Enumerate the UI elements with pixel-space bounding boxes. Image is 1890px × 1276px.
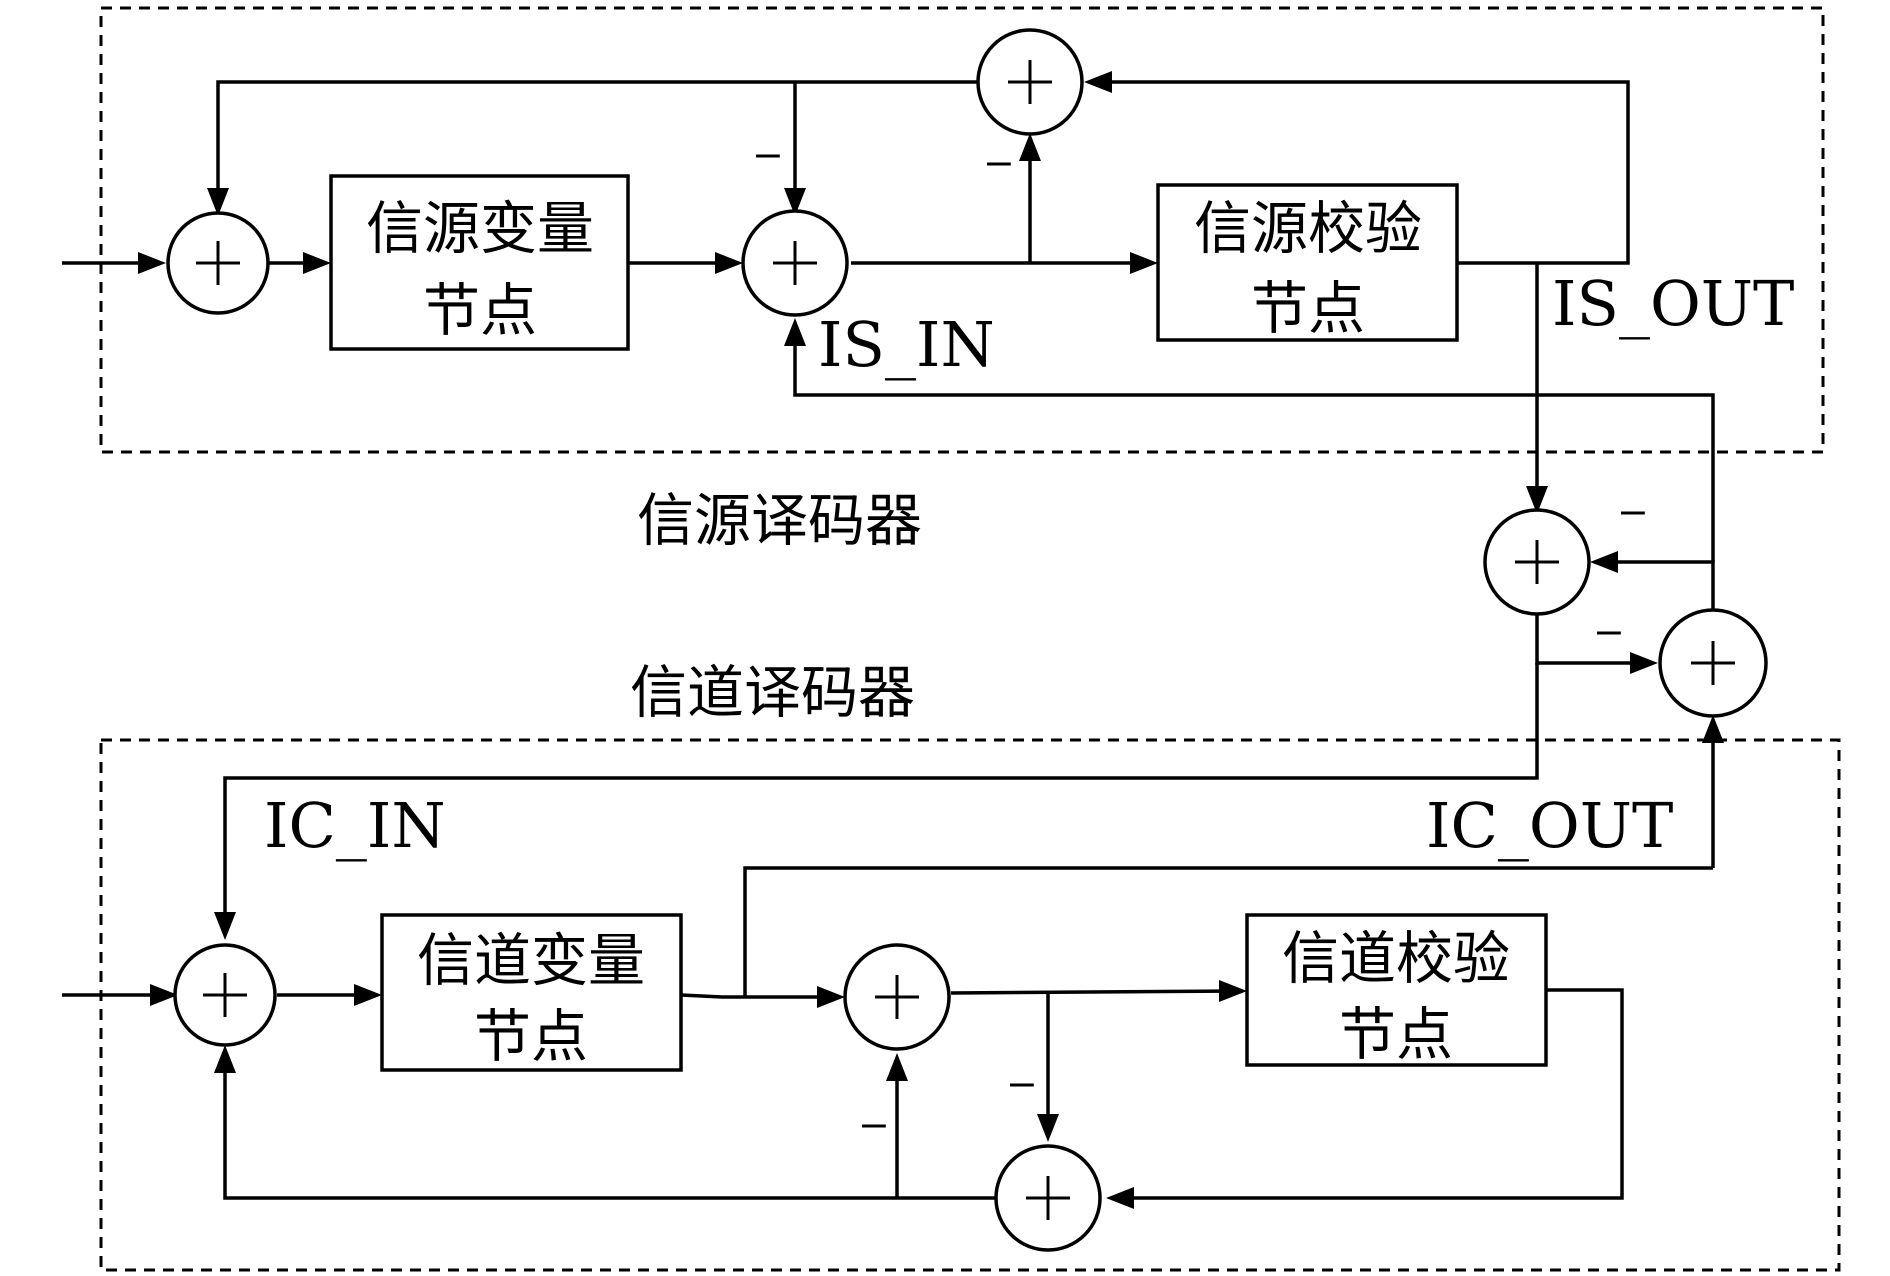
minus-sign: − xyxy=(1617,490,1649,534)
sum-junction-source-feedback xyxy=(976,28,1084,136)
source-decoder-region xyxy=(99,6,1825,454)
sum-junction-channel-check-input xyxy=(843,943,951,1051)
channel-variable-node: 信道变量 节点 xyxy=(380,913,683,1072)
channel-check-node: 信道校验 节点 xyxy=(1245,913,1548,1068)
minus-sign: − xyxy=(983,141,1015,185)
source-variable-node-line2: 节点 xyxy=(423,278,537,344)
channel-check-node-line1: 信道校验 xyxy=(1282,926,1510,992)
channel-variable-node-line1: 信道变量 xyxy=(417,928,645,994)
sum-junction-ic-out xyxy=(1658,608,1768,718)
minus-signs: − − − − − − xyxy=(752,133,1649,1147)
source-variable-node: 信源变量 节点 xyxy=(329,174,630,351)
minus-sign: − xyxy=(1593,610,1625,654)
channel-decoder-title: 信道译码器 xyxy=(630,660,915,726)
channel-variable-node-line2: 节点 xyxy=(474,1004,588,1070)
channel-check-node-line2: 节点 xyxy=(1339,1002,1453,1068)
channel-decoder-region xyxy=(99,738,1841,1272)
source-check-node: 信源校验 节点 xyxy=(1156,183,1459,342)
ic-in-label: IC_IN xyxy=(264,789,446,862)
source-decoder-wires xyxy=(62,71,1715,562)
source-check-node-line1: 信源校验 xyxy=(1194,196,1422,262)
source-decoder-title: 信源译码器 xyxy=(637,488,922,554)
source-variable-node-line1: 信源变量 xyxy=(366,196,594,262)
sum-junction-source-input xyxy=(166,211,270,315)
minus-sign: − xyxy=(1006,1062,1038,1106)
source-check-node-line2: 节点 xyxy=(1251,276,1365,342)
sum-junction-is-out xyxy=(1483,508,1591,616)
sum-junction-source-check-input xyxy=(741,209,849,317)
is-in-label: IS_IN xyxy=(818,308,995,381)
sum-junction-channel-input xyxy=(173,943,277,1047)
minus-sign: − xyxy=(752,133,784,177)
minus-sign: − xyxy=(858,1103,890,1147)
sum-junction-channel-feedback xyxy=(994,1144,1102,1252)
middle-wires xyxy=(214,551,1724,940)
ic-out-label: IC_OUT xyxy=(1426,789,1673,862)
is-out-label: IS_OUT xyxy=(1552,267,1794,340)
channel-decoder-wires xyxy=(62,866,1713,1209)
